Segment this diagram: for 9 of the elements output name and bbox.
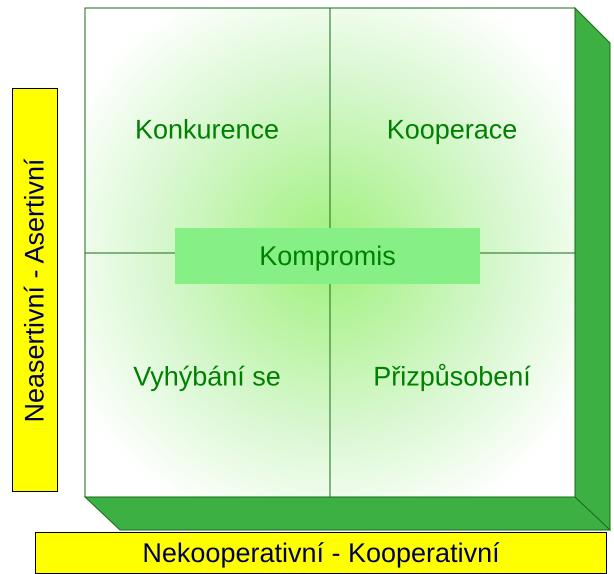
axis-band: [12, 88, 58, 492]
axis-label: Neasertivní - Asertivní: [20, 158, 50, 422]
quadrant-label: Přizpůsobení: [373, 362, 531, 392]
axis-band: [35, 532, 607, 574]
quadrant-label: Vyhýbání se: [133, 362, 281, 392]
axis-label: Nekooperativní - Kooperativní: [142, 538, 500, 568]
quadrant-label: Konkurence: [134, 114, 280, 146]
quadrant-label: Kooperace: [386, 114, 518, 146]
center-box: Kompromis: [175, 228, 480, 284]
